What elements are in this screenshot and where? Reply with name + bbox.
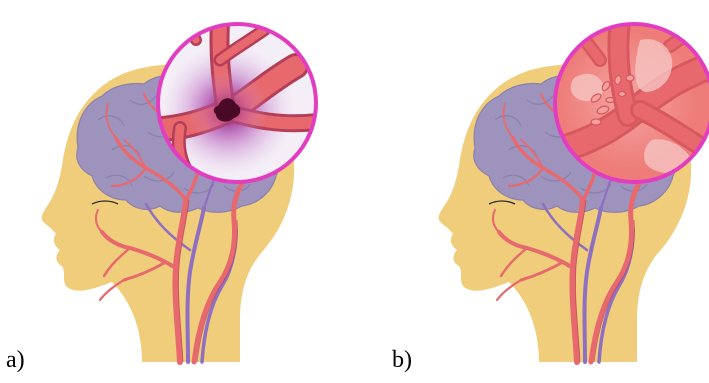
- panel-label-a: a): [6, 348, 25, 372]
- panel-a: [42, 14, 318, 362]
- panel-label-b: b): [392, 348, 412, 372]
